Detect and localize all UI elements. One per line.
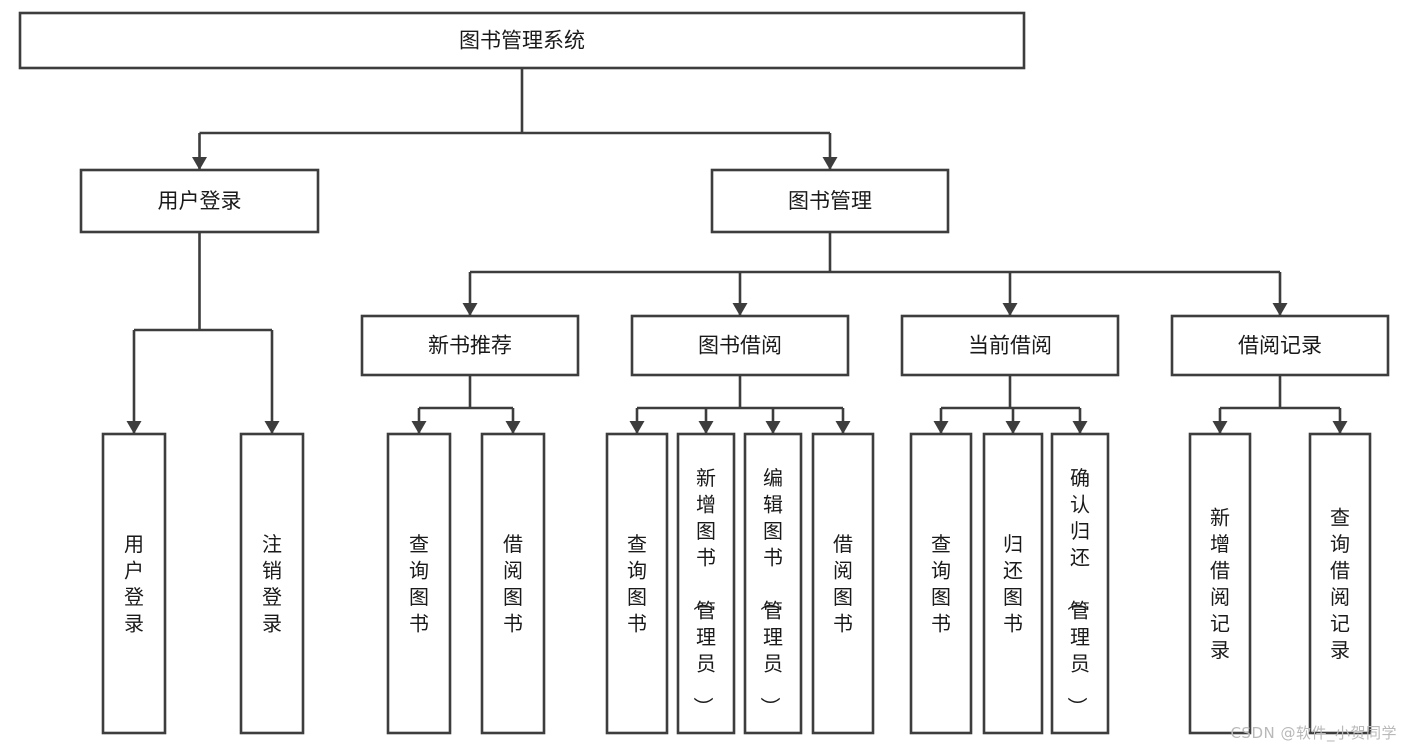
arrow-head-icon — [1005, 421, 1021, 434]
node-label: 用户登录 — [124, 532, 144, 636]
node-rect — [79, 168, 320, 234]
arrow-head-icon — [933, 421, 949, 434]
node-leaf-borrow-book[interactable]: 借阅图书 — [811, 432, 875, 735]
node-rect — [101, 432, 167, 735]
arrow-head-icon — [629, 421, 645, 434]
node-rect — [1050, 432, 1110, 735]
node-rect — [630, 314, 850, 377]
arrow-head-icon — [732, 303, 748, 316]
node-rect — [386, 432, 452, 735]
node-label: 图书管理 — [788, 189, 872, 213]
node-leaf-add-record[interactable]: 新增借阅记录 — [1188, 432, 1252, 735]
connector-lines — [126, 68, 1348, 434]
node-leaf-query-book-current[interactable]: 查询图书 — [909, 432, 973, 735]
node-label: 新增图书（管理员） — [691, 466, 716, 717]
node-leaf-edit-book[interactable]: 编辑图书（管理员） — [743, 432, 803, 735]
node-book-borrow[interactable]: 图书借阅 — [630, 314, 850, 377]
node-root[interactable]: 图书管理系统 — [18, 11, 1026, 70]
node-leaf-confirm-return[interactable]: 确认归还（管理员） — [1050, 432, 1110, 735]
node-label: 图书管理系统 — [459, 29, 585, 53]
node-rect — [18, 11, 1026, 70]
node-label: 新书推荐 — [428, 334, 512, 358]
node-label: 注销登录 — [262, 532, 282, 636]
node-label: 借阅图书 — [503, 532, 523, 636]
arrow-head-icon — [1332, 421, 1348, 434]
node-rect — [239, 432, 305, 735]
node-rect — [1308, 432, 1372, 735]
node-leaf-logout[interactable]: 注销登录 — [239, 432, 305, 735]
arrow-head-icon — [765, 421, 781, 434]
node-label: 图书借阅 — [698, 334, 782, 358]
node-label: 用户登录 — [158, 189, 242, 213]
node-leaf-query-book-borrow[interactable]: 查询图书 — [605, 432, 669, 735]
node-label: 借阅图书 — [833, 532, 853, 636]
node-label: 查询图书 — [931, 532, 951, 636]
arrow-head-icon — [1272, 303, 1288, 316]
watermark-text: CSDN @软件_小贺同学 — [1230, 724, 1397, 742]
node-label: 归还图书 — [1003, 532, 1023, 636]
node-label: 查询图书 — [409, 532, 429, 636]
node-rect — [676, 432, 736, 735]
node-leaf-add-book[interactable]: 新增图书（管理员） — [676, 432, 736, 735]
node-rect — [1170, 314, 1390, 377]
node-leaf-query-record[interactable]: 查询借阅记录 — [1308, 432, 1372, 735]
arrow-head-icon — [264, 421, 280, 434]
node-rect — [710, 168, 950, 234]
node-leaf-user-login[interactable]: 用户登录 — [101, 432, 167, 735]
node-rect — [605, 432, 669, 735]
arrow-head-icon — [835, 421, 851, 434]
arrow-head-icon — [192, 157, 207, 170]
node-new-book-recommend[interactable]: 新书推荐 — [360, 314, 580, 377]
node-rect — [1188, 432, 1252, 735]
node-rect — [900, 314, 1120, 377]
arrow-head-icon — [1002, 303, 1018, 316]
node-rect — [909, 432, 973, 735]
node-rect — [743, 432, 803, 735]
node-label: 借阅记录 — [1238, 334, 1322, 358]
arrow-head-icon — [698, 421, 714, 434]
node-borrow-record[interactable]: 借阅记录 — [1170, 314, 1390, 377]
node-rect — [982, 432, 1044, 735]
node-leaf-query-book-rec[interactable]: 查询图书 — [386, 432, 452, 735]
node-label: 编辑图书（管理员） — [758, 466, 783, 717]
node-label: 新增借阅记录 — [1210, 506, 1230, 663]
arrow-head-icon — [411, 421, 427, 434]
node-current-borrow[interactable]: 当前借阅 — [900, 314, 1120, 377]
node-label: 当前借阅 — [968, 334, 1052, 358]
node-rect — [480, 432, 546, 735]
arrow-head-icon — [1212, 421, 1228, 434]
arrow-head-icon — [126, 421, 142, 434]
node-rect — [811, 432, 875, 735]
arrow-head-icon — [1072, 421, 1088, 434]
node-leaf-return-book[interactable]: 归还图书 — [982, 432, 1044, 735]
node-leaf-borrow-book-rec[interactable]: 借阅图书 — [480, 432, 546, 735]
node-label: 查询图书 — [627, 532, 647, 636]
node-rect — [360, 314, 580, 377]
arrow-head-icon — [505, 421, 521, 434]
node-user-login[interactable]: 用户登录 — [79, 168, 320, 234]
arrow-head-icon — [822, 157, 838, 170]
node-book-manage[interactable]: 图书管理 — [710, 168, 950, 234]
node-label: 确认归还（管理员） — [1065, 466, 1090, 717]
arrow-head-icon — [462, 303, 478, 316]
node-label: 查询借阅记录 — [1330, 506, 1350, 663]
node-boxes: 图书管理系统用户登录图书管理新书推荐图书借阅当前借阅借阅记录用户登录注销登录查询… — [18, 11, 1390, 735]
